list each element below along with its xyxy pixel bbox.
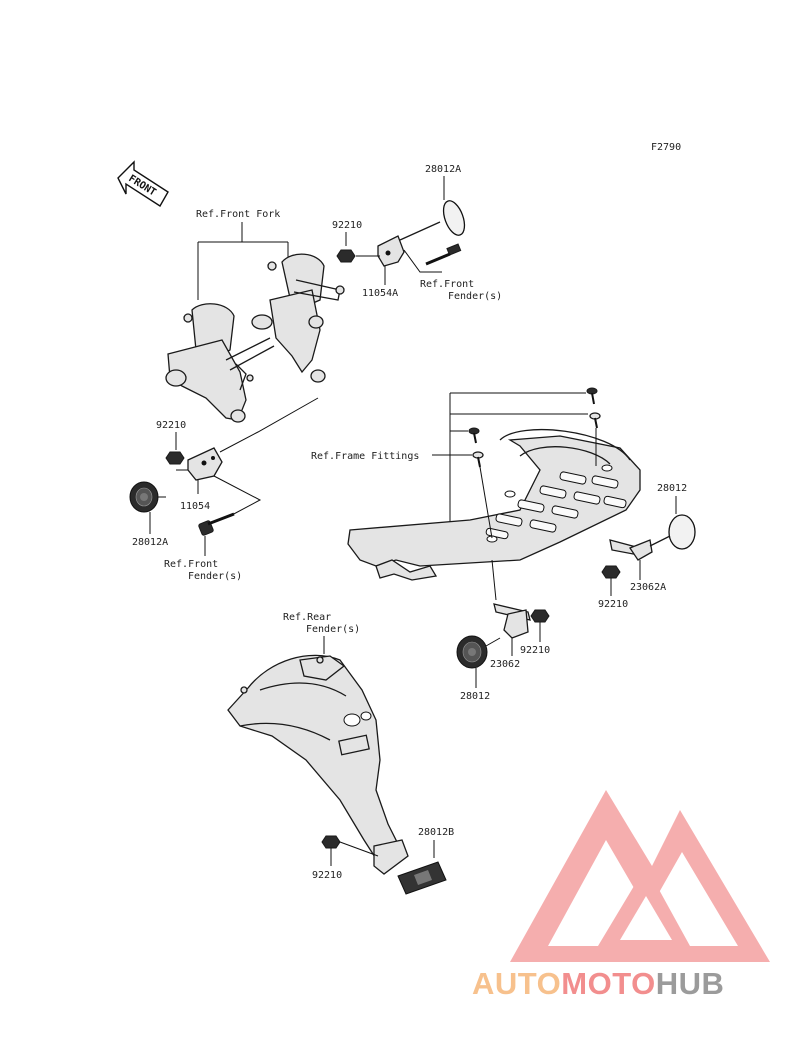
automotohub-watermark: AUTOMOTOHUB	[472, 790, 770, 1001]
bolt-left	[198, 512, 235, 536]
ref-rear-fender-line2: Fender(s)	[306, 624, 360, 635]
bracket-11054a	[377, 221, 441, 267]
automotohub-logo-icon	[510, 790, 770, 962]
svg-text:AUTOMOTOHUB: AUTOMOTOHUB	[472, 966, 724, 1001]
reflector-28012-right	[668, 514, 696, 550]
ref-front-fender-top-line1: Ref.Front	[420, 279, 474, 290]
nut-92210-right	[601, 565, 621, 579]
rear-carrier-rack	[347, 429, 641, 581]
label-28012a-left: 28012A	[132, 537, 168, 548]
rack-bolts	[468, 387, 601, 468]
reflector-28012b	[397, 861, 447, 895]
front-arrow-icon: FRONT	[117, 160, 169, 207]
label-92210-right: 92210	[598, 599, 628, 610]
rear-fender	[227, 654, 409, 875]
label-11054a: 11054A	[362, 288, 398, 299]
ref-front-fork-label: Ref.Front Fork	[196, 209, 280, 220]
watermark-hub: HUB	[656, 966, 725, 1001]
ref-front-fender-top-line2: Fender(s)	[448, 291, 502, 302]
bracket-11054	[187, 447, 223, 481]
reflector-28012-mid	[456, 635, 488, 669]
bracket-23062	[493, 603, 531, 639]
watermark-auto: AUTO	[472, 966, 561, 1001]
label-92210-mid: 92210	[520, 645, 550, 656]
label-23062: 23062	[490, 659, 520, 670]
ref-front-fender-left-line1: Ref.Front	[164, 559, 218, 570]
diagram-code: F2790	[651, 142, 681, 153]
nut-92210-bottom	[321, 835, 341, 849]
front-fork-assembly	[165, 253, 345, 423]
label-92210-bottom: 92210	[312, 870, 342, 881]
ref-rear-fender-line1: Ref.Rear	[283, 612, 331, 623]
watermark-moto: MOTO	[561, 966, 655, 1001]
ref-front-fender-left-line2: Fender(s)	[188, 571, 242, 582]
nut-92210-mid	[530, 609, 550, 623]
bracket-23062a	[609, 535, 671, 561]
label-28012-right: 28012	[657, 483, 687, 494]
bolt-top-right	[425, 243, 462, 266]
label-92210-left: 92210	[156, 420, 186, 431]
label-23062a: 23062A	[630, 582, 666, 593]
nut-92210-left	[165, 451, 185, 465]
label-28012-mid: 28012	[460, 691, 490, 702]
label-92210-top: 92210	[332, 220, 362, 231]
reflector-28012a-left	[129, 481, 159, 513]
ref-frame-fittings-label: Ref.Frame Fittings	[311, 451, 419, 462]
label-28012a-top: 28012A	[425, 164, 461, 175]
label-11054: 11054	[180, 501, 210, 512]
reflector-28012a-top	[442, 200, 466, 236]
nut-92210-top	[336, 249, 356, 263]
label-28012b: 28012B	[418, 827, 454, 838]
